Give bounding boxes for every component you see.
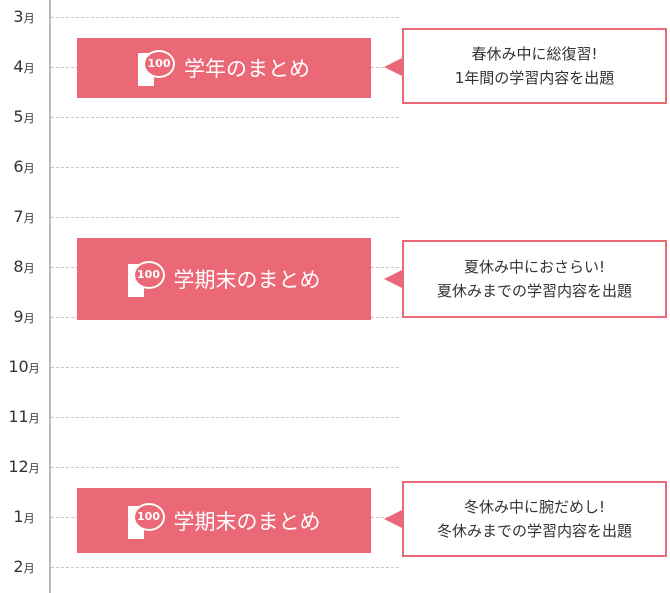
event-callout: 夏休み中におさらい! 夏休みまでの学習内容を出題 [402,240,667,318]
event-title: 学期末のまとめ [173,509,321,534]
gridline [51,467,399,468]
gridline [51,17,399,18]
month-row: 7月 [0,207,400,227]
gridline [51,117,399,118]
month-label: 7月 [13,207,35,226]
month-row: 6月 [0,157,400,177]
month-label: 10月 [8,357,40,376]
event-banner: 100 学年のまとめ [77,38,371,98]
event-callout: 春休み中に総復習! 1年間の学習内容を出題 [402,28,667,104]
event-callout: 冬休み中に腕だめし! 冬休みまでの学習内容を出題 [402,481,667,557]
callout-line: 冬休みまでの学習内容を出題 [436,522,632,540]
month-label: 8月 [13,257,35,276]
month-label: 5月 [13,107,35,126]
month-row: 3月 [0,7,400,27]
pointer-arrow [384,58,402,76]
timeline-axis [49,0,51,593]
callout-line: 1年間の学習内容を出題 [454,69,615,87]
month-row: 5月 [0,107,400,127]
pointer-arrow [384,510,402,528]
month-label: 4月 [13,57,35,76]
month-row: 10月 [0,357,400,377]
month-row: 11月 [0,407,400,427]
100-icon: 100 [138,50,175,86]
month-label: 3月 [13,7,35,26]
month-label: 1月 [13,507,35,526]
100-icon: 100 [127,261,165,297]
month-label: 12月 [8,457,40,476]
callout-line: 春休み中に総復習! [471,45,598,63]
gridline [51,167,399,168]
callout-line: 夏休みまでの学習内容を出題 [436,282,632,300]
month-row: 12月 [0,457,400,477]
event-banner: 100 学期末のまとめ [77,488,371,553]
event-banner: 100 学期末のまとめ [77,238,371,320]
gridline [51,367,399,368]
month-label: 2月 [13,557,35,576]
gridline [51,567,399,568]
pointer-arrow [384,270,402,288]
callout-line: 冬休み中に腕だめし! [463,498,605,516]
month-row: 2月 [0,557,400,577]
100-icon: 100 [127,502,165,539]
gridline [51,417,399,418]
callout-line: 夏休み中におさらい! [463,258,605,276]
month-label: 9月 [13,307,35,326]
gridline [51,217,399,218]
event-title: 学年のまとめ [184,57,310,81]
month-label: 6月 [13,157,35,176]
month-label: 11月 [8,407,40,426]
event-title: 学期末のまとめ [173,268,321,292]
